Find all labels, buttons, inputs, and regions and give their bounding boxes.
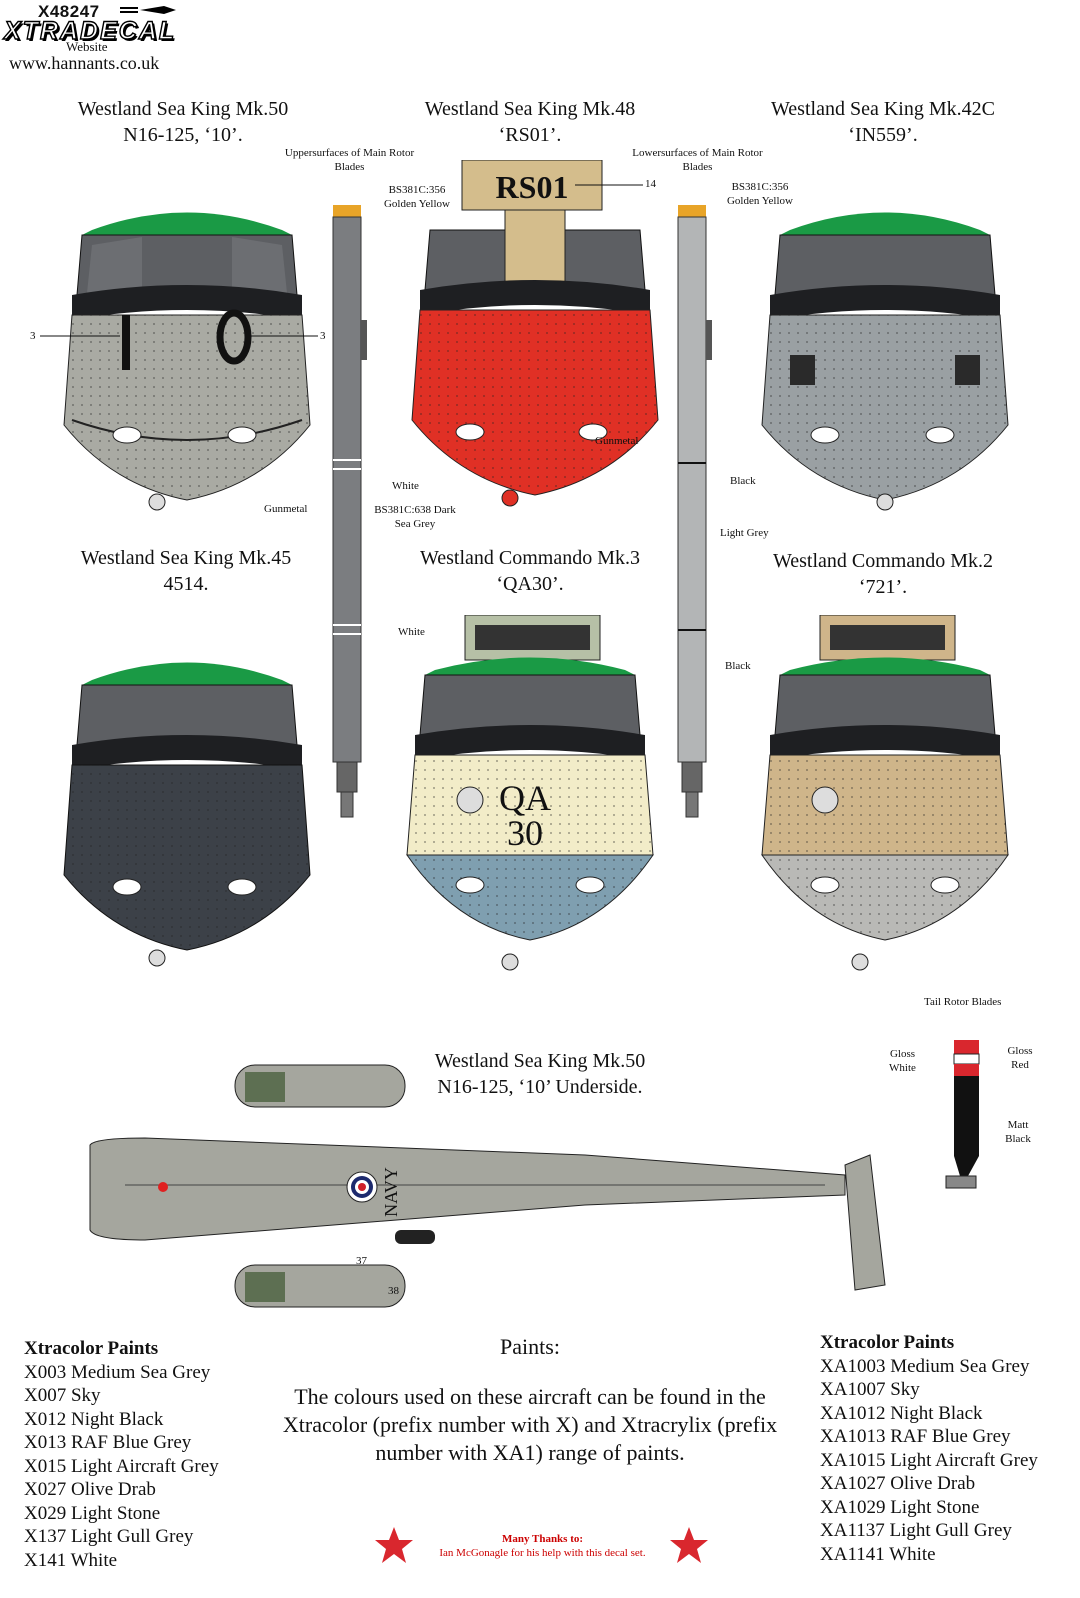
paint-item: XA1007 Sky	[820, 1379, 920, 1400]
paints-list-right: Xtracolor Paints XA1003 Medium Sea Grey …	[820, 1331, 1038, 1566]
paint-item: XA1141 White	[820, 1543, 936, 1565]
paint-item: XA1015 Light Aircraft Grey	[820, 1449, 1038, 1471]
paint-item: XA1012 Night Black	[820, 1402, 983, 1424]
paint-item: XA1003 Medium Sea Grey	[820, 1355, 1030, 1377]
callout-14: 14	[645, 178, 656, 190]
tail-rotor-title: Tail Rotor Blades	[924, 996, 1002, 1008]
tail-rotor-blade	[945, 1040, 980, 1189]
white-label-1: White	[392, 480, 419, 492]
gunmetal-label-2: Gunmetal	[595, 435, 639, 447]
brand-logo: XTRADECAL	[3, 16, 177, 45]
paint-item: X015 Light Aircraft Grey	[24, 1455, 219, 1477]
callout-3-right: 3	[320, 330, 326, 342]
matt-black-label: Matt Black	[1005, 1119, 1031, 1145]
upper-blades-title: Uppersurfaces of Main Rotor Blades	[284, 147, 415, 173]
gunmetal-label-1: Gunmetal	[264, 503, 308, 515]
helicopter-front-mk50	[63, 212, 311, 511]
paint-item: XA1027 Olive Drab	[820, 1473, 976, 1494]
helicopter-front-commando-mk2	[761, 615, 1009, 971]
paint-item: X137 Light Gull Grey	[24, 1526, 194, 1547]
dark-sea-grey-label: BS381C:638 Dark Sea Grey	[374, 504, 456, 530]
paint-item: X012 Night Black	[24, 1408, 164, 1430]
paint-item: X013 RAF Blue Grey	[24, 1432, 192, 1453]
aircraft-title-2: Westland Sea King Mk.48‘RS01’.	[424, 98, 636, 146]
helicopter-front-mk42c	[761, 212, 1009, 511]
jet-logo-icon	[120, 6, 176, 14]
white-label-2: White	[398, 626, 425, 638]
callout-lines-mk50	[40, 335, 318, 337]
paint-item: XA1029 Light Stone	[820, 1496, 980, 1518]
paint-item: X027 Olive Drab	[24, 1479, 156, 1500]
aircraft-title-5: Westland Commando Mk.3‘QA30’.	[419, 547, 641, 595]
product-code: X48247	[38, 2, 100, 21]
black-label-2: Black	[725, 660, 751, 672]
paints-info: Paints: The colours used on these aircra…	[270, 1333, 790, 1467]
gloss-red-label: Gloss Red	[1007, 1045, 1033, 1071]
paint-item: XA1013 RAF Blue Grey	[820, 1426, 1011, 1447]
callout-3-left: 3	[30, 330, 36, 342]
paint-item: X003 Medium Sea Grey	[24, 1361, 211, 1383]
lower-blades-title: Lowersurfaces of Main Rotor Blades	[632, 147, 763, 173]
paints-right-heading: Xtracolor Paints	[820, 1332, 955, 1353]
main-rotor-blade-upper	[332, 205, 367, 818]
helicopter-front-mk48: RS01	[411, 160, 659, 507]
paint-item: XA1137 Light Gull Grey	[820, 1520, 1012, 1541]
paint-item: X141 White	[24, 1549, 118, 1571]
aircraft-title-3: Westland Sea King Mk.42C‘IN559’.	[771, 98, 995, 146]
helicopter-front-commando-mk3: QA 30	[406, 615, 654, 971]
callout-line-14	[575, 184, 643, 186]
helicopter-underside-mk50: NAVY	[89, 1064, 886, 1308]
navy-marking: NAVY	[381, 1167, 401, 1217]
svg-text:QA: QA	[499, 778, 551, 818]
red-star-icon	[375, 1527, 413, 1563]
paints-left-heading: Xtracolor Paints	[24, 1338, 159, 1359]
svg-text:RS01: RS01	[496, 169, 569, 205]
paints-list-left: Xtracolor Paints X003 Medium Sea Grey X0…	[24, 1337, 219, 1572]
red-star-icon	[670, 1527, 708, 1563]
helicopter-front-mk45	[63, 662, 311, 967]
main-rotor-blade-lower	[677, 205, 712, 818]
paint-item: X029 Light Stone	[24, 1502, 161, 1524]
callout-37: 37	[356, 1255, 367, 1267]
paints-heading: Paints:	[500, 1334, 560, 1359]
callout-38: 38	[388, 1285, 399, 1297]
thanks-note: Many Thanks to: Ian McGonagle for his he…	[439, 1533, 646, 1559]
svg-text:30: 30	[507, 813, 543, 853]
golden-yellow-label-1: BS381C:356 Golden Yellow	[383, 184, 450, 210]
paints-text: The colours used on these aircraft can b…	[282, 1384, 778, 1465]
golden-yellow-label-2: BS381C:356 Golden Yellow	[726, 181, 793, 207]
aircraft-title-6: Westland Commando Mk.2‘721’.	[772, 550, 994, 598]
black-label-1: Black	[730, 475, 756, 487]
light-grey-label: Light Grey	[720, 527, 769, 539]
website-label: Website	[66, 39, 108, 54]
gloss-white-label: Gloss White	[889, 1048, 916, 1074]
website-url: www.hannants.co.uk	[9, 53, 160, 73]
paint-item: X007 Sky	[24, 1385, 101, 1406]
